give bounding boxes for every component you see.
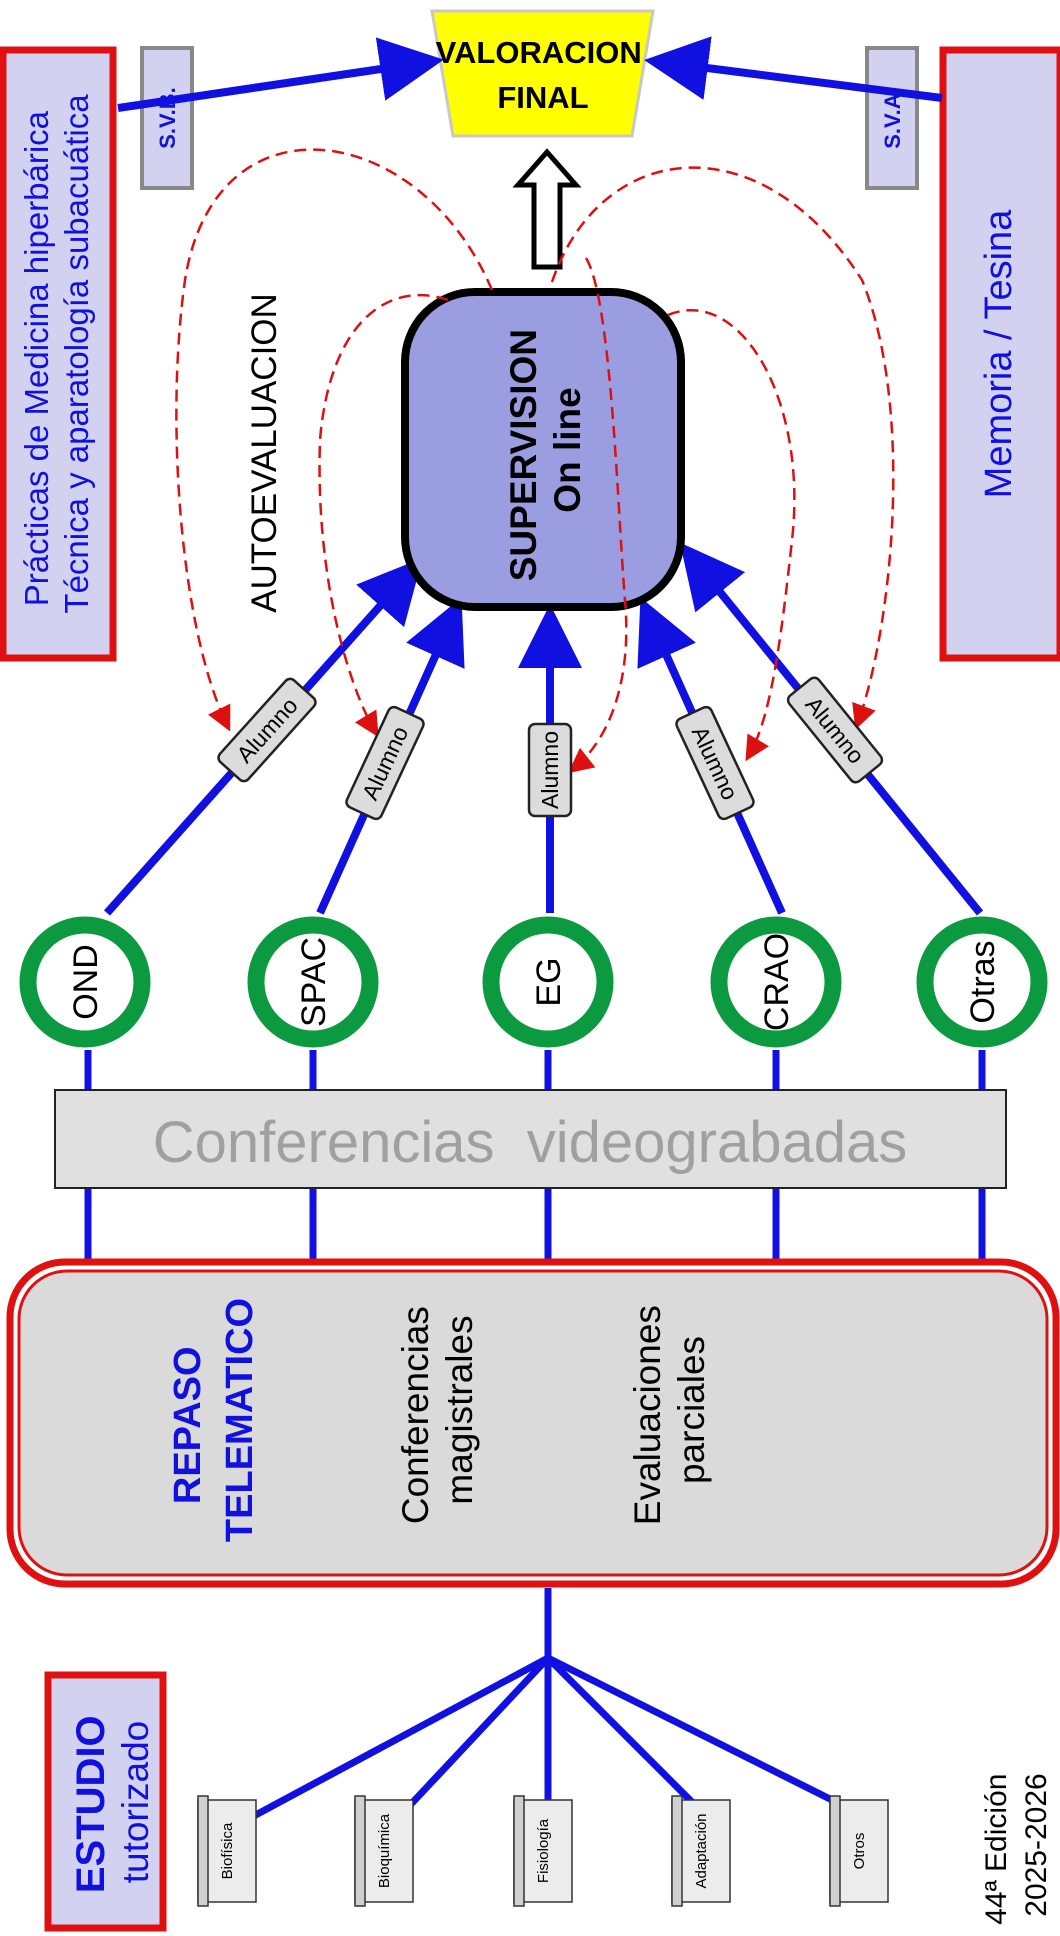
alumno-tag: Alumno: [345, 705, 425, 821]
estudio-tutorizado-box: ESTUDIO tutorizado: [44, 1671, 167, 1932]
subject-connectors: [248, 1588, 870, 1822]
alumno-tag: Alumno: [786, 676, 884, 784]
feedback-loops: [175, 148, 895, 774]
repaso-item1-line2: magistrales: [439, 1315, 480, 1504]
course-node: Otras: [916, 916, 1048, 1048]
sva-box: S.V.A.: [865, 46, 919, 190]
alumno-tag: Alumno: [527, 722, 573, 818]
svb-to-final-arrow: [117, 37, 444, 112]
alumno-tag: Alumno: [217, 677, 317, 783]
repaso-item2-line2: parciales: [671, 1336, 712, 1484]
course-node: OND: [19, 916, 151, 1048]
repaso-item2-line1: Evaluaciones: [627, 1305, 668, 1525]
svg-text:Prácticas de Medicina hiperbár: Prácticas de Medicina hiperbárica Técnic…: [18, 94, 95, 614]
subject-label: Adaptación: [693, 1813, 710, 1888]
feedback-loop-otras: [550, 166, 895, 730]
course-node: EG: [482, 916, 614, 1048]
svg-text:SUPERVISION On line: SUPERVISION On line: [503, 319, 588, 582]
sva-label: S.V.A.: [880, 87, 905, 149]
course-node-label: EG: [530, 957, 568, 1006]
final-line2: FINAL: [497, 80, 588, 115]
course-node-label: CRAO: [758, 933, 796, 1031]
subject-label: Bioquímica: [376, 1813, 393, 1888]
supervision-box: SUPERVISION On line: [401, 288, 685, 611]
course-node-label: Otras: [964, 940, 1002, 1023]
supervision-to-final-arrow: [512, 148, 582, 270]
course-node-label: OND: [67, 944, 105, 1020]
svg-text:VALORACION FINAL: VALORACION FINAL: [436, 35, 651, 115]
subject-scroll: Otros: [829, 1795, 889, 1907]
svb-box: S.V.B.: [140, 46, 194, 190]
course-node-label: SPAC: [295, 937, 333, 1027]
edition-line2: 2025-2026: [1020, 1773, 1053, 1916]
subject-label: Otros: [851, 1833, 868, 1870]
feedback-loop-eg: [568, 257, 628, 774]
supervision-line2: On line: [547, 387, 588, 512]
practicas-line1: Prácticas de Medicina hiperbárica: [18, 110, 55, 606]
practicas-line2: Técnica y aparatología subacuática: [58, 94, 95, 614]
subject-scroll: Fisiología: [513, 1795, 573, 1907]
practicas-box: Prácticas de Medicina hiperbárica Técnic…: [0, 46, 117, 662]
svg-text:REPASO TELEMATICO: REPASO TELEMATICO: [167, 1298, 261, 1542]
supervision-line1: SUPERVISION: [503, 329, 544, 581]
edition-note: 44ª Edición 2025-2026: [980, 1765, 1053, 1925]
final-line1: VALORACION: [436, 35, 642, 70]
alumno-tag-label: Alumno: [537, 731, 563, 809]
feedback-loop-crao: [667, 308, 796, 762]
svg-text:Evaluaciones parciales: Evaluaciones parciales: [627, 1295, 712, 1525]
memoria-label: Memoria / Tesina: [978, 209, 1020, 499]
svg-text:Conferencias magistrales: Conferencias magistrales: [395, 1296, 480, 1524]
memoria-box: Memoria / Tesina: [939, 46, 1060, 662]
repaso-title2: TELEMATICO: [219, 1298, 261, 1542]
estudio-title: ESTUDIO: [69, 1715, 113, 1893]
feedback-loop-spac: [318, 293, 449, 738]
subject-label: Fisiología: [535, 1818, 552, 1883]
feedback-loop-ond: [175, 148, 494, 732]
course-node: CRAO: [710, 916, 842, 1048]
repaso-title1: REPASO: [167, 1346, 209, 1504]
estudio-subtitle: tutorizado: [115, 1721, 156, 1884]
valoracion-final-box: VALORACION FINAL: [430, 9, 655, 138]
repaso-item1-line1: Conferencias: [395, 1306, 436, 1524]
autoevaluacion-label: AUTOEVALUACION: [245, 293, 284, 613]
subject-label: Biofísica: [219, 1822, 236, 1879]
svg-text:ESTUDIO tutorizado: ESTUDIO tutorizado: [69, 1711, 156, 1893]
subject-scroll: Bioquímica: [354, 1795, 414, 1907]
alumno-tag: Alumno: [675, 705, 755, 821]
subject-scroll: Biofísica: [197, 1795, 257, 1907]
repaso-telematico-box: REPASO TELEMATICO Conferencias magistral…: [6, 1258, 1060, 1588]
edition-line1: 44ª Edición: [980, 1774, 1013, 1925]
sva-to-final-arrow: [644, 36, 943, 102]
conferencias-videograbadas-box: Conferencias videograbadas: [54, 1089, 1007, 1189]
conferencias-label: Conferencias videograbadas: [153, 1110, 907, 1175]
subject-scroll: Adaptación: [671, 1795, 731, 1907]
course-node: SPAC: [247, 916, 379, 1048]
